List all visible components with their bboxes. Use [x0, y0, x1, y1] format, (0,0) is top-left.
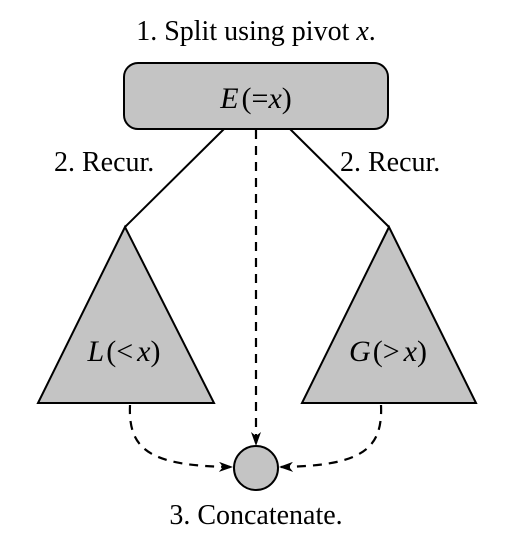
left-to-concat-arrow	[128, 404, 233, 472]
split-step-label: 1. Split using pivot x.	[136, 16, 376, 47]
right-subtree-label: G(>x)	[349, 335, 427, 368]
concat-node	[233, 445, 279, 491]
pivot-label: E(=x)	[219, 82, 292, 115]
left-recur-label: 2. Recur.	[54, 147, 154, 178]
left-subtree-triangle	[36, 224, 216, 404]
right-branch-line	[289, 128, 390, 228]
left-branch-line	[124, 128, 225, 228]
right-subtree-triangle	[300, 224, 478, 404]
pivot-node	[123, 62, 389, 130]
right-to-concat-arrow	[279, 404, 383, 472]
concat-step-label: 3. Concatenate.	[169, 500, 342, 531]
right-recur-label: 2. Recur.	[340, 147, 440, 178]
left-subtree-label: L(<x)	[87, 335, 161, 368]
